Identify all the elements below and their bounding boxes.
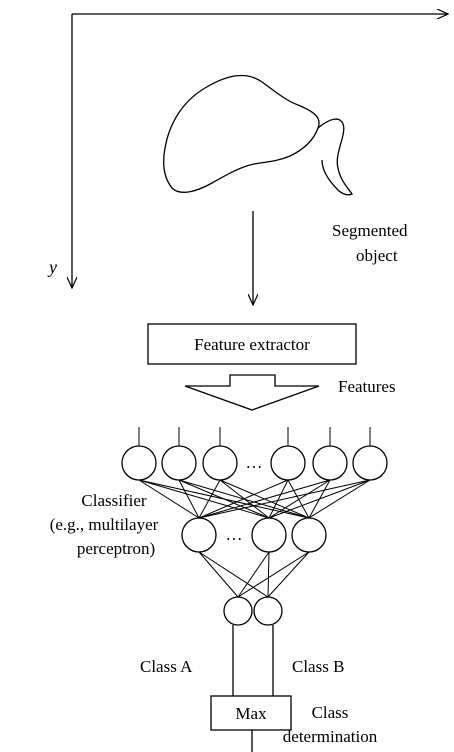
input-node: [270, 445, 306, 481]
output-node-class-a: [223, 596, 253, 626]
segmented-object-label-line2: object: [356, 246, 398, 265]
class-determination-label-line1: Class: [312, 703, 349, 722]
segmented-object-label-line1: Segmented: [332, 221, 408, 240]
class-determination-label-line2: determination: [283, 727, 378, 746]
feature-extractor-label: Feature extractor: [194, 335, 310, 354]
feature-extractor-box: [147, 323, 357, 365]
input-node: [352, 445, 388, 481]
classifier-label-line1: Classifier: [81, 491, 146, 510]
class-a-label: Class A: [140, 657, 193, 676]
input-layer-ellipsis: …: [246, 453, 263, 472]
features-hollow-arrow: [184, 374, 320, 411]
image-axes: y: [47, 14, 448, 288]
hidden-node: [181, 517, 217, 553]
hidden-output-connections: [198, 551, 310, 598]
hidden-node: [251, 517, 287, 553]
input-node: [202, 445, 238, 481]
input-layer: …: [121, 445, 388, 481]
hidden-node: [291, 517, 327, 553]
input-node: [121, 445, 157, 481]
max-box: [210, 695, 292, 731]
input-node: [161, 445, 197, 481]
input-node: [312, 445, 348, 481]
classifier-label-line3: perceptron): [77, 539, 155, 558]
hidden-layer: …: [181, 517, 327, 553]
output-layer: [223, 596, 283, 626]
output-node-class-b: [253, 596, 283, 626]
class-b-label: Class B: [292, 657, 344, 676]
max-label: Max: [235, 704, 267, 723]
segmented-object-tail: [317, 118, 353, 196]
segmented-object-shape: [163, 74, 320, 193]
input-leads: [138, 427, 371, 446]
hidden-layer-ellipsis: …: [226, 525, 243, 544]
features-label: Features: [338, 377, 396, 396]
input-hidden-connections: [138, 479, 371, 519]
classifier-label-line2: (e.g., multilayer: [50, 515, 159, 534]
y-axis-label: y: [47, 257, 57, 277]
